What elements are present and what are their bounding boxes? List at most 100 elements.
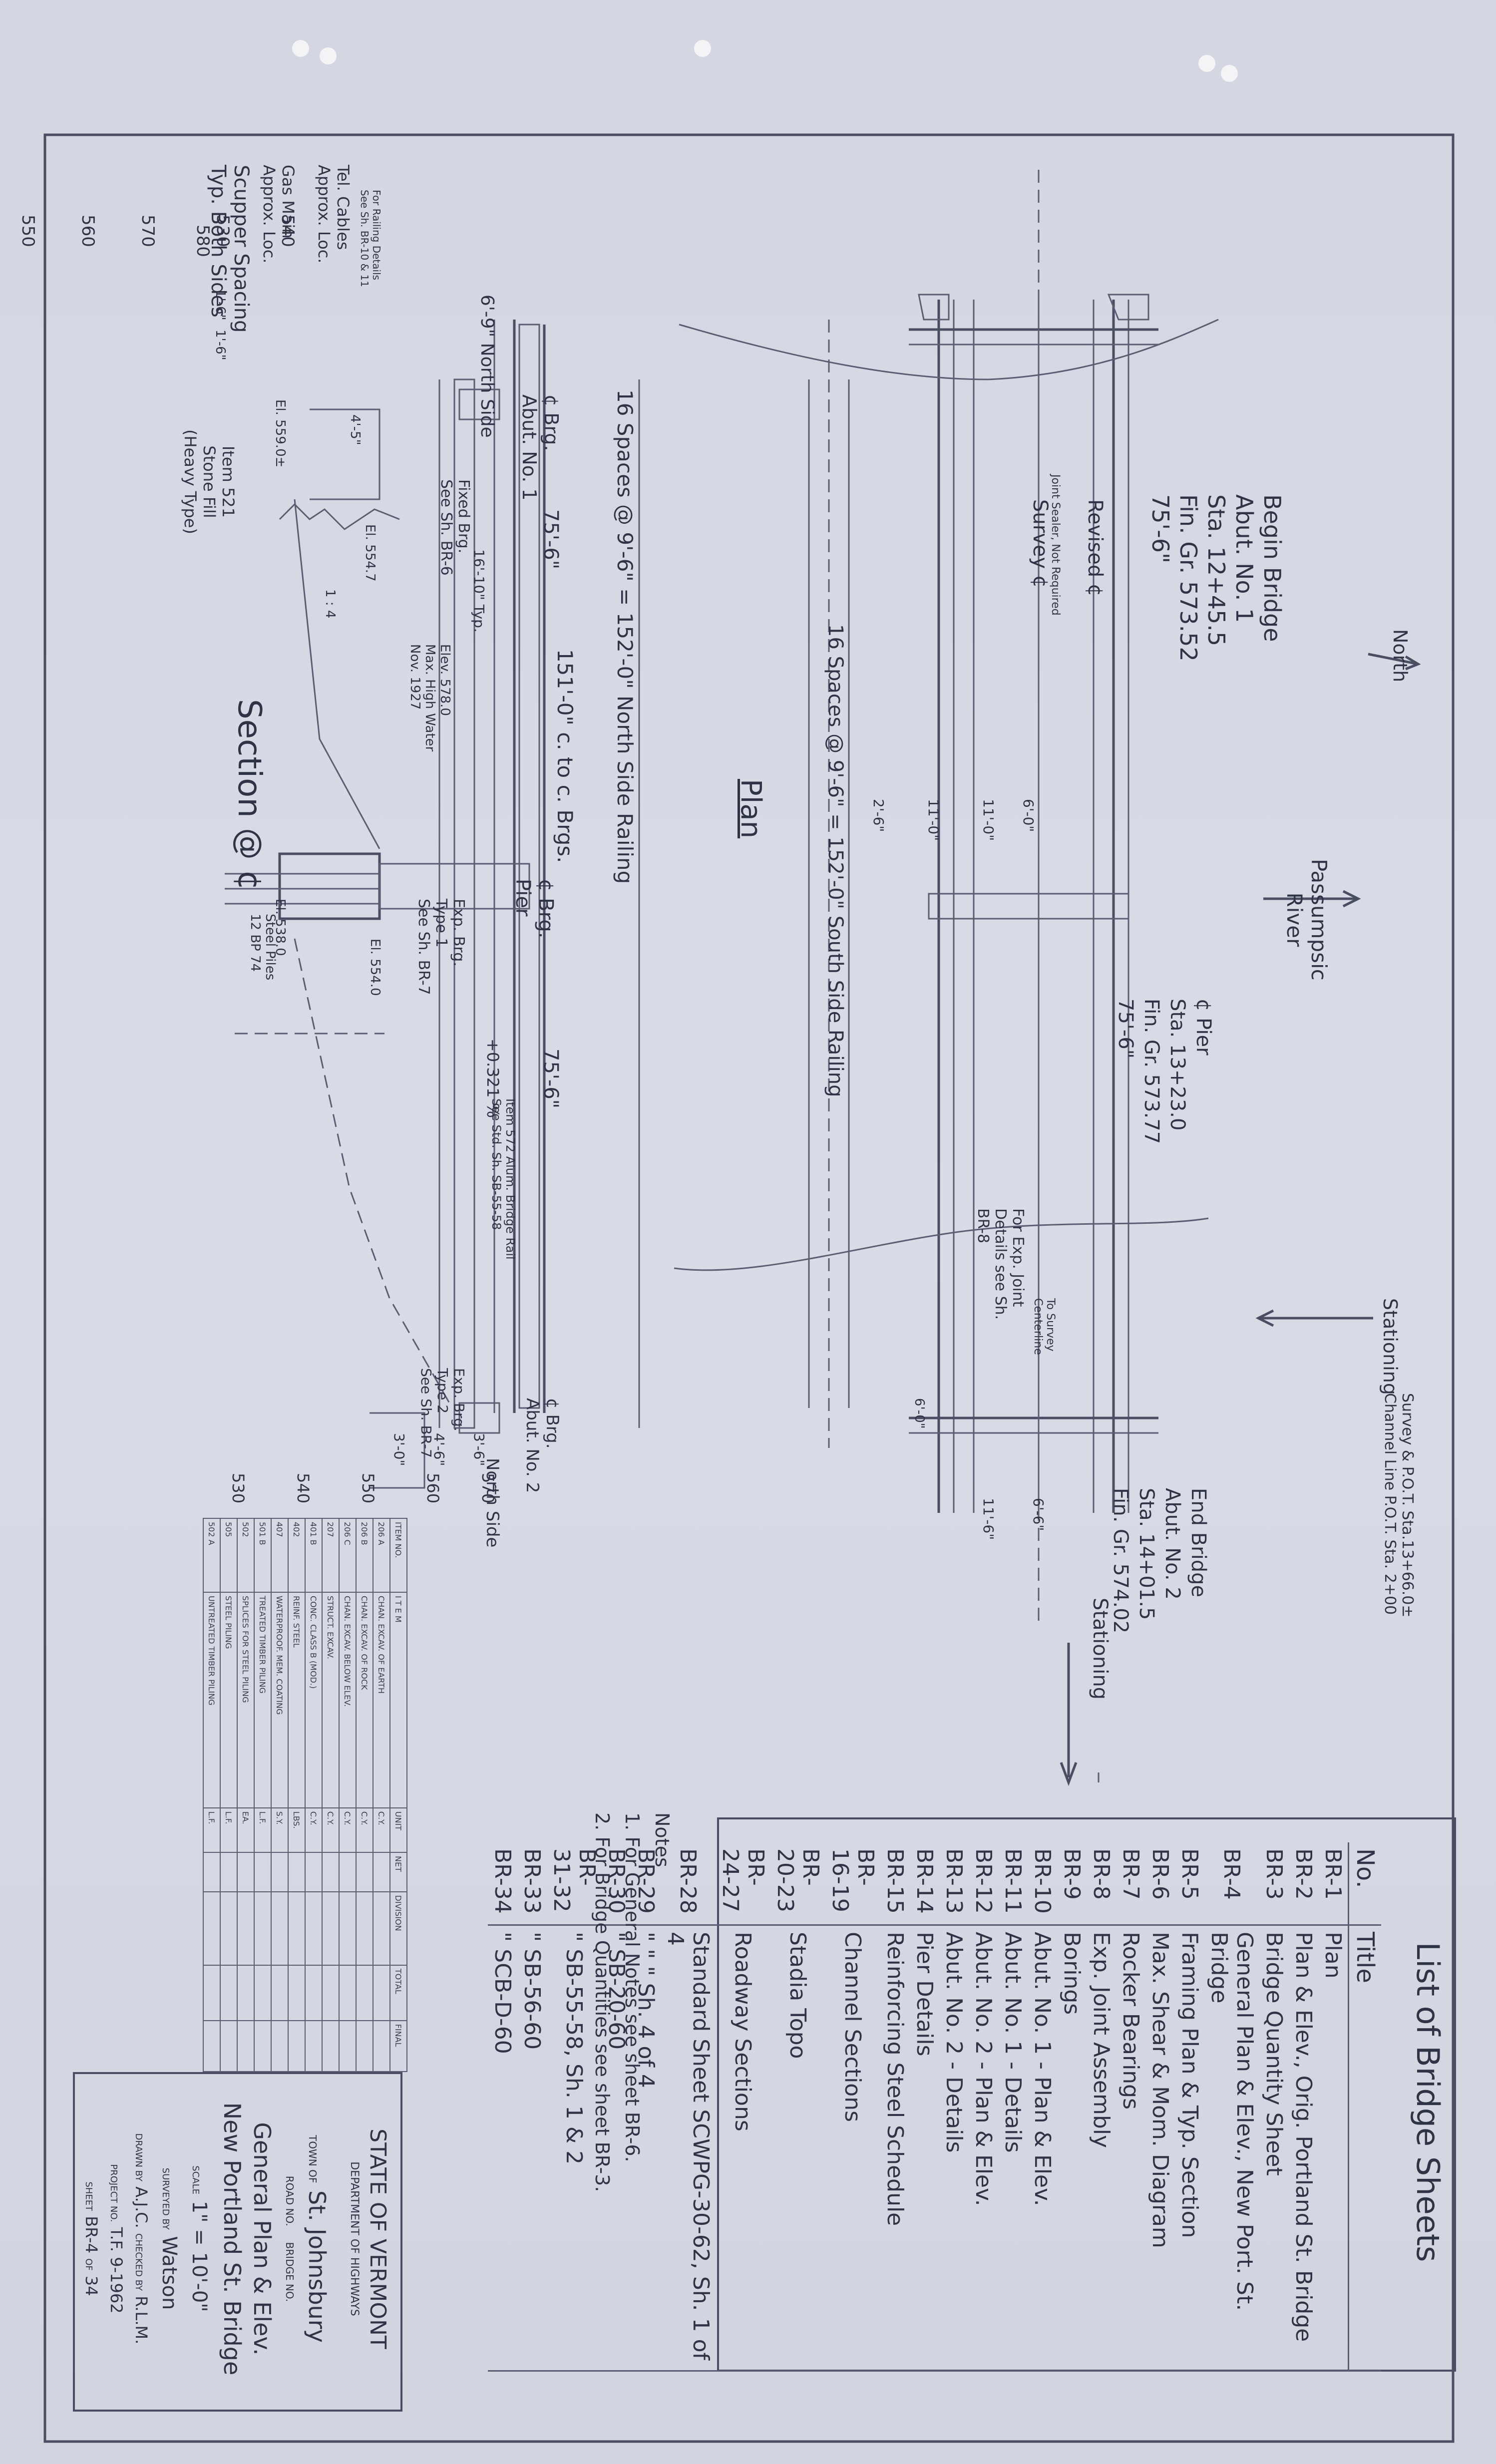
quantity-cell [254, 1891, 271, 1965]
section-exp-brg2: Exp. Brg. Type 2 See Sh. BR-7 [418, 1368, 467, 1458]
section-abut1-wall [310, 408, 380, 500]
sheet-no: BR-20-23 [770, 1842, 825, 1925]
sheet-title: Abut. No. 2 - Details [939, 1925, 969, 2371]
quantity-cell [288, 1965, 305, 2021]
sheet-no: BR-2 [1289, 1842, 1318, 1925]
sheet-title: Reinforcing Steel Schedule [880, 1925, 910, 2371]
quantity-cell [305, 1852, 322, 1892]
quantity-cell [203, 1891, 220, 1965]
quantity-cell [288, 1891, 305, 1965]
section-pier-label: ¢ Brg. Pier [511, 879, 557, 939]
quantity-cell [271, 1965, 288, 2021]
grade-580: 580 [193, 225, 213, 257]
quantity-cell [288, 1852, 305, 1892]
tb-sheet: SHEET BR-4 OF 34 [82, 2181, 101, 2296]
quantity-cell: STRUCT. EXCAV. [322, 1592, 339, 1808]
exp-joint-note: For Exp. Joint Details see Sh. BR-8 [974, 1208, 1027, 1320]
notes: Notes 1. For General Notes see sheet BR-… [587, 1812, 677, 2312]
sheet-title: Channel Sections [825, 1925, 880, 2371]
quantity-cell: 505 [220, 1518, 237, 1592]
dim-16-10: 16'-10" Typ. [471, 549, 487, 633]
sheet-title: Rocker Bearings [1116, 1925, 1145, 2371]
section-title: Section @ ¢ [231, 699, 268, 891]
section-el-554-7: El. 554.7 [363, 524, 377, 582]
plan-south-rail-dim: 16 Spaces @ 9'-6" = 152'-0" South Side R… [824, 624, 847, 1097]
quantity-cell: WATERPROOF. MEM. COATING [271, 1592, 288, 1808]
tb-line1: General Plan & Elev. [249, 2122, 276, 2356]
quantity-cell [220, 1852, 237, 1892]
section-exp-brg1: Exp. Brg. Type 1 See Sh. BR-7 [415, 899, 467, 995]
sheet-border [43, 133, 1455, 2443]
quantity-cell [220, 1891, 237, 1965]
quantity-cell [339, 2020, 356, 2072]
sheet-title: Plan & Elev., Orig. Portland St. Bridge [1289, 1925, 1318, 2371]
quantity-cell [203, 2020, 220, 2072]
section-abut1-seat [458, 388, 500, 420]
sheet-no: BR-34 [488, 1842, 517, 1925]
sheet-list-title: List of Bridge Sheets [1410, 1942, 1446, 2262]
note-1: 1. For General Notes see sheet BR-6. [621, 1812, 643, 2162]
quantity-cell [322, 1891, 339, 1965]
tb-line2: New Portland St. Bridge [219, 2102, 246, 2376]
quantity-cell [373, 1852, 390, 1892]
sheet-title: Abut. No. 1 - Plan & Elev. [1028, 1925, 1057, 2371]
quantity-cell: 402 [288, 1518, 305, 1592]
quantity-cell: C.Y. [356, 1807, 373, 1853]
dim-3-0: 3'-0" [391, 1433, 407, 1466]
to-survey-note: To Survey Centerline [1032, 1298, 1057, 1355]
section-stone-fill: Item 521 Stone Fill (Heavy Type) [181, 429, 238, 534]
quantity-cell: 206 A [373, 1518, 390, 1592]
sheet-no: BR-1 [1318, 1842, 1349, 1925]
sheet-no: BR-33 [517, 1842, 547, 1925]
quantity-cell [356, 1965, 373, 2021]
plan-pier [928, 893, 1129, 920]
quantity-cell [322, 2020, 339, 2072]
quantity-cell: 206 C [339, 1518, 356, 1592]
quantity-cell [220, 2020, 237, 2072]
section-rail-item: Item 572 Alum. Bridge Rail See Std. Sh. … [489, 1098, 517, 1260]
section-abut2-seat [458, 1402, 500, 1434]
sheet-title: Pier Details [910, 1925, 939, 2371]
quantity-cell: L.F. [254, 1807, 271, 1853]
river-label: Passumpsic River [1282, 859, 1331, 981]
punch-hole [320, 47, 337, 64]
sheet-no: BR-6 [1145, 1842, 1175, 1925]
sheet-no: BR-3 [1259, 1842, 1289, 1925]
sheet-no: BR-8 [1087, 1842, 1116, 1925]
grade-r-550: 550 [359, 1473, 377, 1504]
tb-drawn: DRAWN BY A.J.C. CHECKED BY R.L.M. [132, 2133, 151, 2345]
sheet-title: Plan [1318, 1925, 1349, 2371]
quantity-cell: CHAN. EXCAV. OF EARTH [373, 1592, 390, 1808]
quantity-cell: UNTREATED TIMBER PILING [203, 1592, 220, 1808]
dim-11-0: 11'-0" [980, 799, 997, 841]
quantity-cell [203, 1852, 220, 1892]
sheet-no: BR-5 [1175, 1842, 1204, 1925]
section-north-side: 6'-9" North Side [477, 295, 497, 438]
grade-530: 530 [213, 215, 233, 247]
section-dim-band [453, 378, 475, 1429]
north-label: North [1389, 629, 1411, 683]
quantity-cell: 206 B [356, 1518, 373, 1592]
section-ground-line [294, 938, 450, 1404]
sheet-title: Bridge Quantity Sheet [1259, 1925, 1289, 2371]
quantity-cell [373, 1965, 390, 2021]
survey-label: Survey & P.O.T. Sta.13+66.0± Channel Lin… [1381, 1393, 1416, 1618]
quantity-cell [356, 1852, 373, 1892]
section-abut2: ¢ Brg. Abut. No. 2 [522, 1398, 562, 1493]
